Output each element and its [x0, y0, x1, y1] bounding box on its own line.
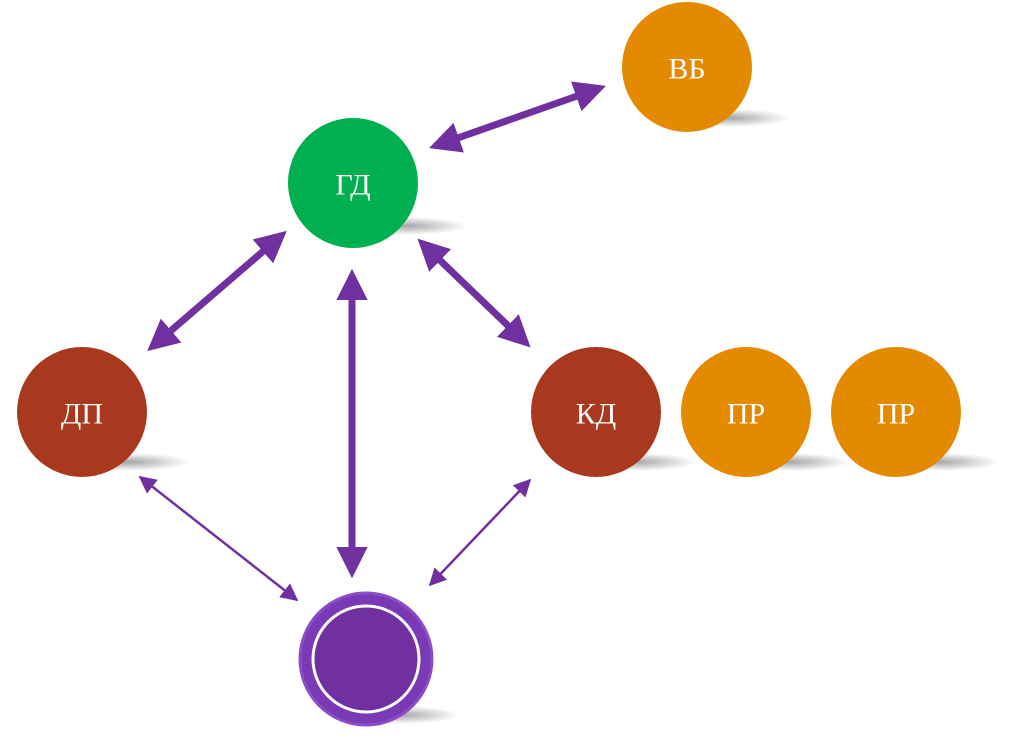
node-pr-1-circle [681, 347, 811, 477]
connector-kd-center [428, 478, 532, 587]
node-kd-label: КД [576, 398, 616, 431]
node-pr-1-label: ПР [727, 398, 765, 431]
node-gd-label: ГД [335, 169, 370, 202]
node-kd: КД [531, 347, 661, 477]
connectors [138, 81, 606, 602]
connector-gd-dp [147, 230, 287, 352]
node-gd-circle [288, 118, 418, 248]
node-pr-1: ПР [681, 347, 811, 477]
node-vb-circle [622, 2, 752, 132]
node-dp-circle [17, 347, 147, 477]
node-pr-2-label: ПР [877, 398, 915, 431]
node-vb-label: ВБ [668, 53, 705, 86]
node-center-inner-ring [311, 604, 421, 714]
connector-gd-kd [417, 238, 531, 348]
node-gd: ГД [288, 118, 418, 248]
node-pr-2-circle [831, 347, 961, 477]
connector-dp-center [138, 475, 299, 602]
node-dp-label: ДП [61, 398, 103, 431]
node-dp: ДП [17, 347, 147, 477]
node-center [298, 591, 434, 727]
node-kd-circle [531, 347, 661, 477]
node-pr-2: ПР [831, 347, 961, 477]
node-vb: ВБ [622, 2, 752, 132]
connector-gd-vb [429, 81, 606, 153]
